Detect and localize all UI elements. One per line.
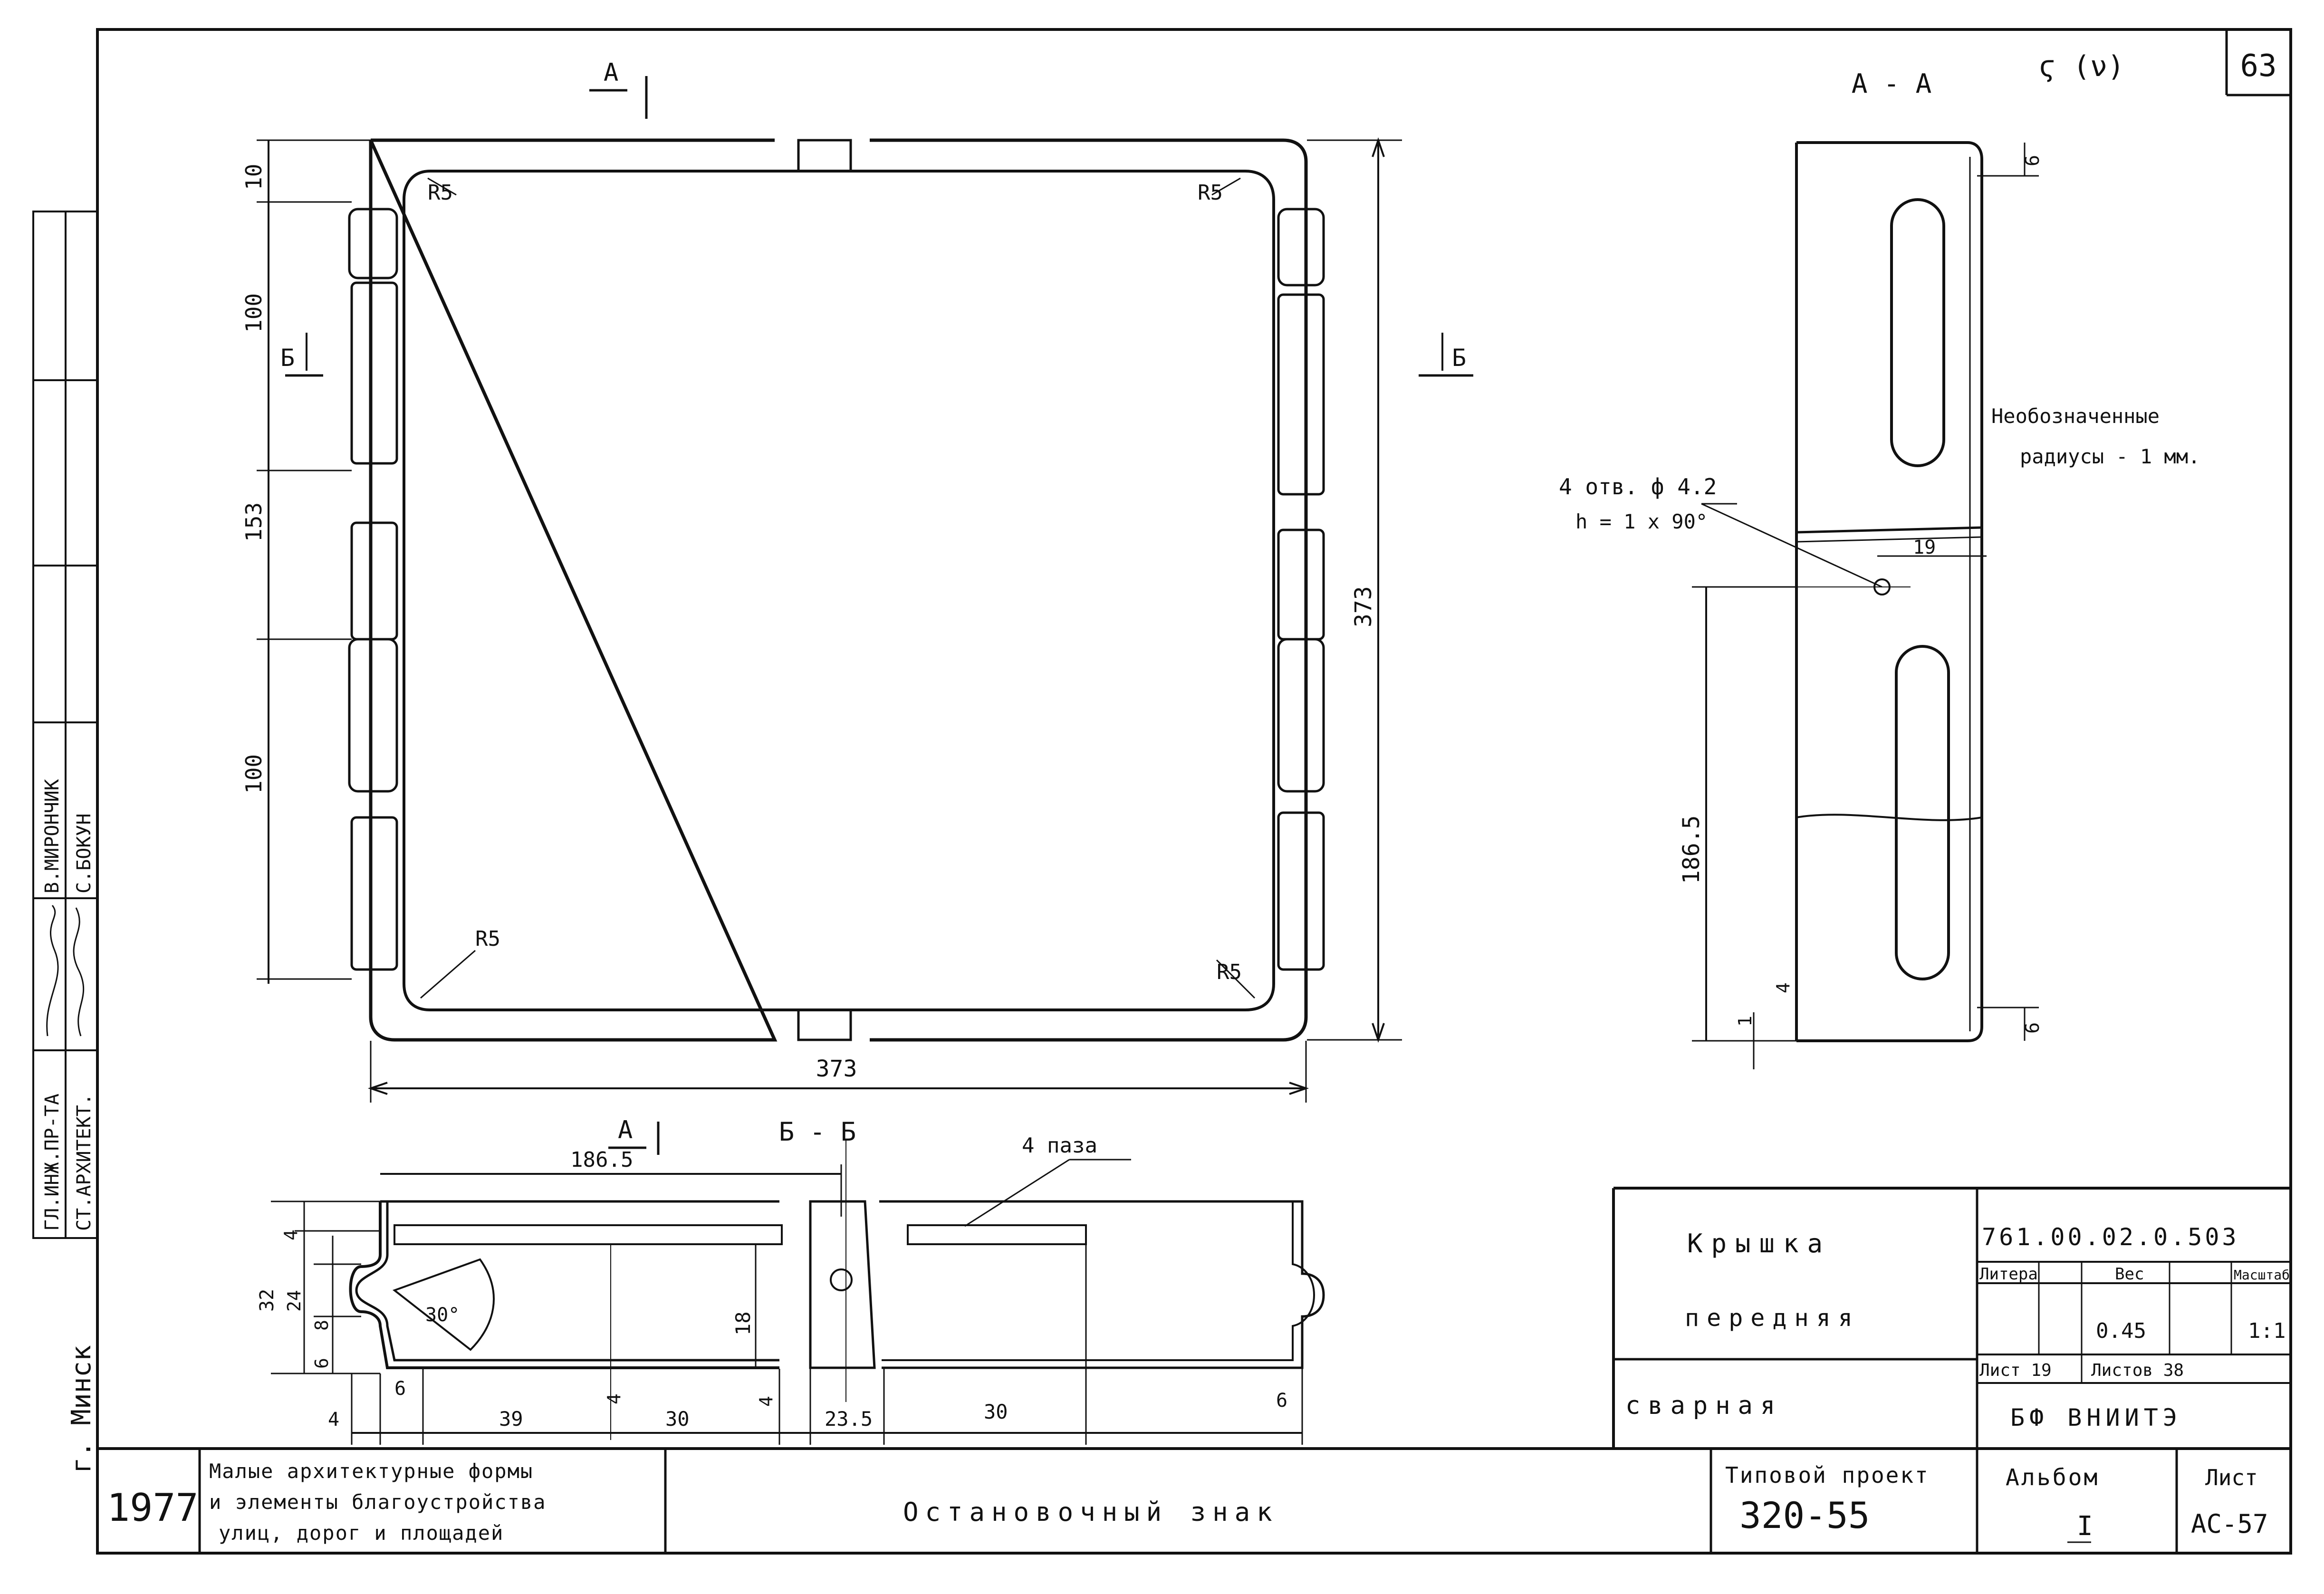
section-a-marker-top: А xyxy=(604,58,618,87)
section-bb-dim-b-6a: 6 xyxy=(394,1378,406,1400)
project-number: 320-55 xyxy=(1739,1494,1870,1536)
section-aa-dim-6-top: 6 xyxy=(2022,155,2044,166)
dim-left-153: 153 xyxy=(241,502,267,542)
section-b-marker-left: Б xyxy=(280,344,295,372)
doc-code: 761.00.02.0.503 xyxy=(1982,1223,2239,1251)
dim-width-373: 373 xyxy=(816,1056,857,1082)
dim-height-373: 373 xyxy=(1350,586,1377,627)
album-label: Альбом xyxy=(2006,1464,2099,1491)
city-label: г. Минск xyxy=(66,1345,97,1473)
section-aa-dim-4: 4 xyxy=(1773,982,1794,993)
series-line2: и элементы благоустройства xyxy=(209,1490,546,1514)
section-bb-dim-18: 18 xyxy=(731,1311,755,1335)
sidebar-name-2: С.БОКУН xyxy=(73,813,95,893)
masshtab-value: 1:1 xyxy=(2248,1319,2286,1343)
radius-note-line2: радиусы - 1 мм. xyxy=(2020,445,2200,468)
section-bb-dim-b-4a: 4 xyxy=(328,1409,339,1431)
section-bb-dim-b-6b: 6 xyxy=(1276,1390,1287,1412)
ves-value: 0.45 xyxy=(2096,1319,2146,1343)
section-bb-dim-32: 32 xyxy=(256,1289,278,1312)
section-bb-dim-b-235: 23.5 xyxy=(825,1407,873,1431)
section-bb-dim-1865: 186.5 xyxy=(570,1148,633,1172)
section-aa-dim-19: 19 xyxy=(1913,537,1936,558)
section-aa-view xyxy=(1692,141,2039,1069)
section-aa-dim-1865: 186.5 xyxy=(1678,816,1705,884)
section-bb-dim-4-top: 4 xyxy=(280,1229,301,1240)
project-label: Типовой проект xyxy=(1725,1462,1930,1488)
radius-label-br: R5 xyxy=(1217,960,1242,984)
title-block-lines xyxy=(97,1187,2291,1553)
radius-label-tl: R5 xyxy=(428,181,453,205)
section-bb-view xyxy=(271,1122,1325,1445)
section-bb-dim-b-30a: 30 xyxy=(665,1407,690,1431)
section-bb-dim-b-39: 39 xyxy=(499,1407,523,1431)
sheet-label: Лист xyxy=(2205,1465,2258,1490)
section-bb-dim-8: 8 xyxy=(311,1320,332,1331)
section-bb-dim-b-4b: 4 xyxy=(604,1393,624,1404)
holes-callout-line1: 4 отв. ф 4.2 xyxy=(1559,474,1717,499)
sheet-number: 63 xyxy=(2240,48,2276,84)
series-line3: улиц, дорог и площадей xyxy=(219,1521,504,1545)
sheet-code: АС-57 xyxy=(2191,1509,2268,1539)
sidebar-role-1: ГЛ.ИНЖ.ПР-ТА xyxy=(41,1094,63,1231)
section-aa-title: А - А xyxy=(1852,68,1932,99)
section-bb-angle: 30° xyxy=(425,1304,460,1326)
col-litera: Литера xyxy=(1979,1265,2038,1284)
section-bb-dim-6-v: 6 xyxy=(311,1358,332,1369)
part-name-line1: Крышка xyxy=(1687,1229,1831,1258)
signature-strip xyxy=(32,211,98,1239)
holes-callout-line2: h = 1 x 90° xyxy=(1575,510,1708,533)
section-bb-dim-24: 24 xyxy=(284,1290,305,1312)
dim-left-100a: 100 xyxy=(241,293,267,333)
radius-note-line1: Необозначенные xyxy=(1991,404,2160,428)
signature-scribble-1 xyxy=(46,905,59,1037)
album-number: I xyxy=(2077,1511,2093,1542)
year: 1977 xyxy=(107,1486,199,1530)
col-masshtab: Масштаб xyxy=(2234,1267,2290,1283)
series-line1: Малые архитектурные формы xyxy=(209,1460,533,1483)
section-a-marker-bb: А xyxy=(618,1116,633,1144)
list-label: Лист 19 xyxy=(1979,1361,2052,1380)
sidebar-name-1: В.МИРОНЧИК xyxy=(41,779,63,893)
section-bb-dim-b-30b: 30 xyxy=(984,1400,1008,1423)
sidebar-role-2: СТ.АРХИТЕКТ. xyxy=(73,1094,95,1231)
part-name-line3: сварная xyxy=(1625,1392,1783,1420)
main-view xyxy=(257,76,1473,1103)
slots-label: 4 паза xyxy=(1022,1133,1097,1158)
section-aa-dim-1: 1 xyxy=(1735,1016,1756,1027)
col-ves: Вес xyxy=(2115,1265,2144,1284)
listov-label: Листов 38 xyxy=(2091,1361,2184,1380)
organization: БФ ВНИИТЭ xyxy=(2010,1404,2182,1431)
dim-left-100b: 100 xyxy=(241,754,267,794)
radius-label-tr: R5 xyxy=(1198,181,1223,205)
radius-label-bl: R5 xyxy=(475,927,500,951)
section-bb-dim-b-4c: 4 xyxy=(756,1396,777,1407)
section-aa-dim-6-bottom: 6 xyxy=(2022,1022,2044,1034)
section-b-marker-right: Б xyxy=(1452,344,1466,372)
object-name: Остановочный знак xyxy=(903,1497,1279,1527)
signature-scribble-2 xyxy=(73,907,85,1037)
section-bb-title: Б - Б xyxy=(779,1117,856,1147)
corner-mark: ϛ (ν) xyxy=(2039,50,2125,83)
dim-left-10: 10 xyxy=(241,164,267,190)
part-name-line2: передняя xyxy=(1685,1304,1860,1332)
